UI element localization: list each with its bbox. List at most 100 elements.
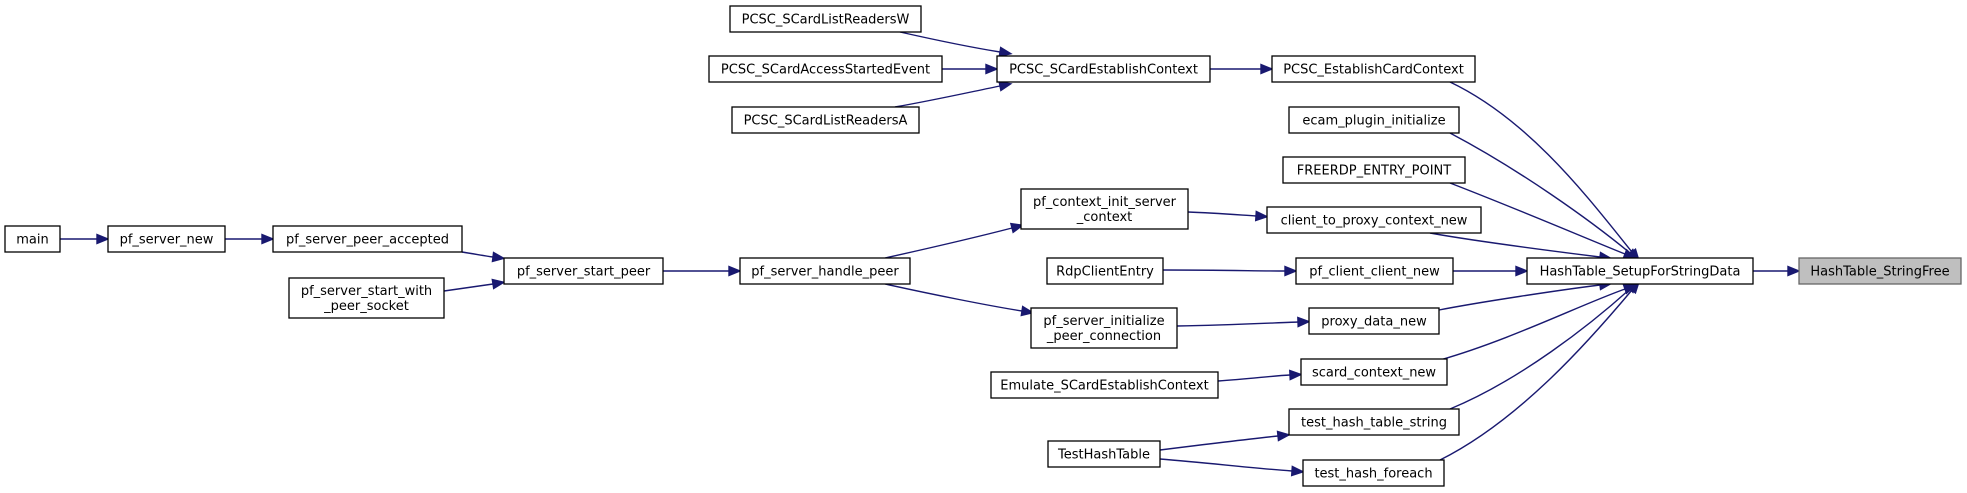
node-label: PCSC_SCardAccessStartedEvent [721, 63, 930, 78]
edge-pf-server-new-to-pf-server-peer-accepted [225, 233, 275, 245]
node-label: FREERDP_ENTRY_POINT [1297, 164, 1451, 179]
node-hashtable-setupforstringdata[interactable]: HashTable_SetupForStringData [1526, 257, 1754, 285]
arrowhead-icon [1276, 430, 1291, 442]
arrowhead-icon [985, 63, 999, 75]
edge-line [884, 283, 1023, 312]
edge-line [884, 227, 1013, 259]
node-box [708, 55, 943, 83]
node-box [1526, 257, 1754, 285]
edge-hashtable-setupforstringdata-to-hashtable-stringfree [1752, 265, 1801, 277]
node-box [731, 106, 920, 134]
node-client-to-proxy-context-new[interactable]: client_to_proxy_context_new [1266, 206, 1482, 234]
node-pf-context-init-server-context[interactable]: pf_context_init_server_context [1020, 188, 1189, 230]
node-box [739, 257, 911, 285]
edge-line [894, 85, 1001, 108]
node-label: PCSC_SCardListReadersW [742, 13, 910, 28]
edge-line [1187, 211, 1257, 217]
edge-line [1439, 288, 1626, 361]
node-pcsc-scardlistreadersw[interactable]: PCSC_SCardListReadersW [729, 5, 922, 33]
node-box [288, 277, 445, 319]
node-label: pf_server_new [120, 233, 214, 248]
edge-line [1217, 374, 1291, 382]
arrowhead-icon [1284, 265, 1298, 277]
node-main[interactable]: main [4, 225, 61, 253]
node-label: HashTable_StringFree [1810, 265, 1949, 280]
node-label: pf_server_peer_accepted [286, 233, 449, 248]
node-hashtable-stringfree: HashTable_StringFree [1798, 257, 1962, 285]
arrowhead-icon [998, 80, 1013, 92]
edge-main-to-pf-server-new [60, 233, 110, 245]
node-label: HashTable_SetupForStringData [1540, 265, 1741, 280]
arrowhead-icon [1020, 305, 1035, 317]
node-pf-server-initialize-peer-connection[interactable]: pf_server_initialize_peer_connection [1030, 307, 1178, 349]
node-pf-server-peer-accepted[interactable]: pf_server_peer_accepted [272, 225, 463, 253]
node-box [1271, 55, 1476, 83]
node-box [1282, 156, 1466, 184]
node-proxy-data-new[interactable]: proxy_data_new [1308, 307, 1440, 335]
edge-pcsc-establishcardcontext-to-hashtable-setupforstringdata [1449, 81, 1641, 262]
node-testhashtable[interactable]: TestHashTable [1047, 440, 1161, 468]
edge-pf-client-client-new-to-hashtable-setupforstringdata [1452, 265, 1529, 277]
arrowhead-icon [1297, 316, 1311, 328]
arrowhead-icon [728, 265, 742, 277]
node-rdpcliententry[interactable]: RdpClientEntry [1046, 257, 1164, 285]
node-pf-server-start-peer[interactable]: pf_server_start_peer [503, 257, 664, 285]
node-box [1295, 257, 1454, 285]
node-label: pf_server_start_peer [517, 265, 651, 280]
edge-pf-server-initialize-peer-connection-to-proxy-data-new [1176, 316, 1311, 328]
node-label: PCSC_SCardEstablishContext [1009, 63, 1198, 78]
node-box [503, 257, 664, 285]
arrowhead-icon [491, 251, 506, 263]
edge-line [1159, 458, 1293, 472]
node-label: proxy_data_new [1321, 315, 1427, 330]
edge-line [899, 31, 1001, 53]
node-scard-context-new[interactable]: scard_context_new [1300, 358, 1448, 386]
edge-testhashtable-to-test-hash-foreach [1159, 458, 1305, 477]
edge-pf-server-start-with-peer-socket-to-pf-server-start-peer [443, 278, 506, 292]
node-label: _peer_connection [1046, 329, 1161, 344]
edge-emulate-scardestablishcontext-to-scard-context-new [1217, 369, 1303, 382]
edge-line [1176, 321, 1299, 327]
node-box [1302, 459, 1445, 487]
node-pf-server-start-with-peer-socket[interactable]: pf_server_start_with_peer_socket [288, 277, 445, 319]
arrowhead-icon [1289, 369, 1303, 381]
edge-pf-server-start-peer-to-pf-server-handle-peer [662, 265, 742, 277]
edge-line [1159, 435, 1279, 451]
node-label: PCSC_EstablishCardContext [1283, 63, 1464, 78]
node-pcsc-scardaccessstartedevent[interactable]: PCSC_SCardAccessStartedEvent [708, 55, 943, 83]
node-label: PCSC_SCardListReadersA [744, 114, 908, 129]
arrowhead-icon [1260, 63, 1274, 75]
edge-line [1449, 182, 1626, 255]
node-pf-server-handle-peer[interactable]: pf_server_handle_peer [739, 257, 911, 285]
node-box [4, 225, 61, 253]
node-label: RdpClientEntry [1056, 265, 1154, 280]
arrowhead-icon [1254, 210, 1269, 222]
edge-line [461, 251, 494, 258]
node-freerdp-entry-point[interactable]: FREERDP_ENTRY_POINT [1282, 156, 1466, 184]
node-label: pf_context_init_server [1033, 195, 1177, 210]
node-pf-server-new[interactable]: pf_server_new [107, 225, 226, 253]
node-box [1798, 257, 1962, 285]
node-box [1288, 408, 1460, 436]
edge-line [443, 283, 494, 292]
arrowhead-icon [1009, 222, 1025, 234]
node-box [107, 225, 226, 253]
node-pf-client-client-new[interactable]: pf_client_client_new [1295, 257, 1454, 285]
node-ecam-plugin-initialize[interactable]: ecam_plugin_initialize [1288, 106, 1460, 134]
arrowhead-icon [1290, 465, 1305, 477]
nodes-layer: HashTable_StringFree HashTable_SetupForSt… [4, 5, 1962, 487]
node-pcsc-establishcardcontext[interactable]: PCSC_EstablishCardContext [1271, 55, 1476, 83]
node-pcsc-scardestablishcontext[interactable]: PCSC_SCardEstablishContext [996, 55, 1211, 83]
node-emulate-scardestablishcontext[interactable]: Emulate_SCardEstablishContext [990, 371, 1219, 399]
edge-line [1449, 132, 1631, 254]
node-box [1020, 188, 1189, 230]
node-label: pf_server_start_with [301, 284, 432, 299]
node-test-hash-table-string[interactable]: test_hash_table_string [1288, 408, 1460, 436]
arrowhead-icon [1787, 265, 1801, 277]
node-box [996, 55, 1211, 83]
node-label: test_hash_table_string [1301, 416, 1447, 431]
node-test-hash-foreach[interactable]: test_hash_foreach [1302, 459, 1445, 487]
edge-test-hash-foreach-to-hashtable-setupforstringdata [1439, 280, 1641, 461]
node-pcsc-scardlistreadersa[interactable]: PCSC_SCardListReadersA [731, 106, 920, 134]
